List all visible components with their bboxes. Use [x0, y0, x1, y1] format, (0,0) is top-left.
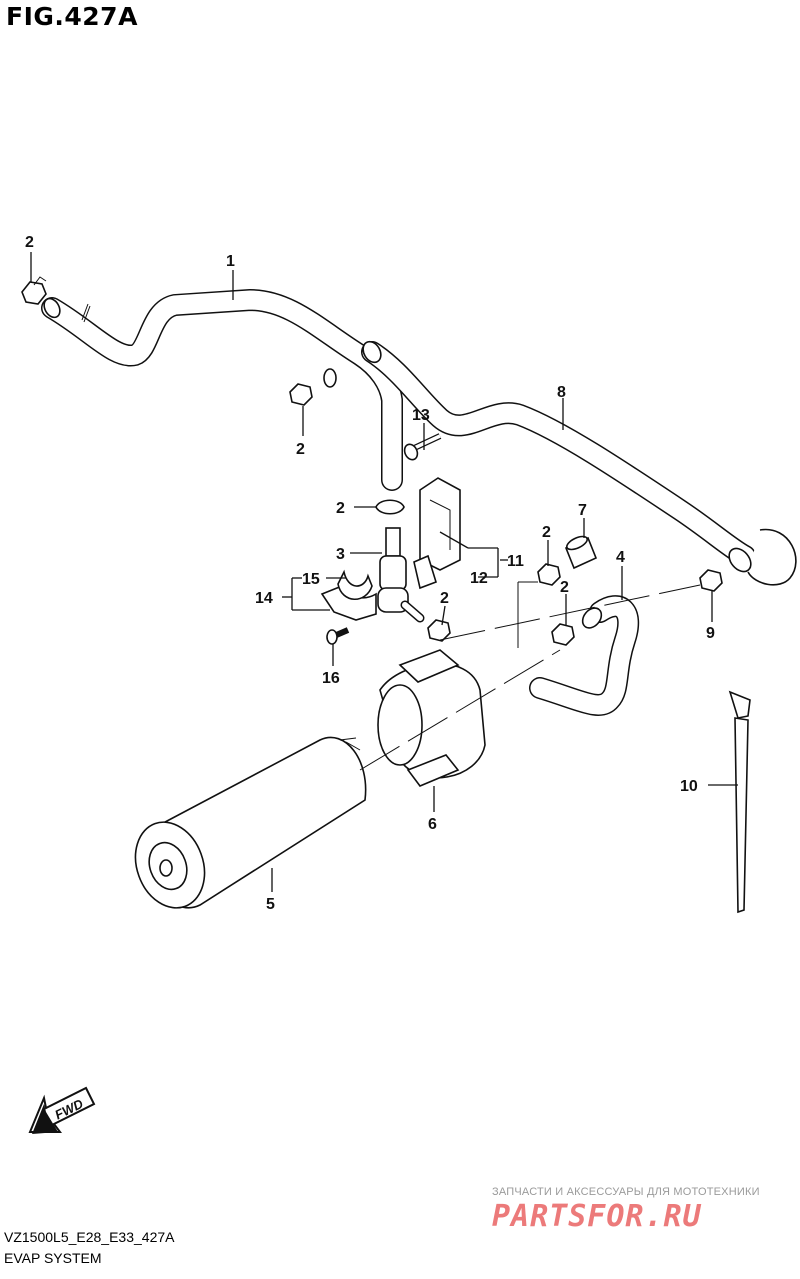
clamp-2[interactable] [289, 368, 337, 406]
fwd-arrow: FWD [28, 1086, 96, 1134]
callout-2: 2 [440, 590, 449, 607]
leader-lines [30, 252, 738, 892]
callout-8: 8 [557, 384, 566, 401]
callout-2: 2 [296, 441, 305, 458]
cable-tie-10[interactable] [728, 690, 751, 914]
canister-5[interactable] [124, 736, 367, 917]
callout-11: 11 [507, 553, 524, 570]
bolt-13[interactable] [402, 433, 442, 462]
callout-14: 14 [255, 590, 273, 607]
hose-8[interactable] [360, 338, 797, 586]
hose-4[interactable] [529, 595, 640, 716]
callout-15: 15 [302, 571, 320, 588]
holder-6[interactable] [377, 649, 486, 787]
valve-3[interactable] [377, 527, 425, 623]
figure-title: FIG.427A [6, 2, 138, 31]
callout-9: 9 [706, 625, 715, 642]
clamp-2[interactable] [551, 623, 575, 646]
callout-2: 2 [560, 579, 569, 596]
callout-3: 3 [336, 546, 345, 563]
callout-12: 12 [470, 570, 488, 587]
hose-1[interactable] [41, 288, 403, 491]
screw-16[interactable] [326, 627, 350, 645]
callout-5: 5 [266, 896, 275, 913]
clamp-2[interactable] [537, 563, 561, 586]
callout-16: 16 [322, 670, 340, 687]
model-code: VZ1500L5_E28_E33_427A [4, 1229, 175, 1245]
section-name: EVAP SYSTEM [4, 1250, 102, 1266]
callout-6: 6 [428, 816, 437, 833]
clamp-2[interactable] [21, 276, 47, 305]
callout-4: 4 [616, 549, 625, 566]
callout-2: 2 [25, 234, 34, 251]
cushion-12[interactable] [413, 554, 437, 590]
callout-10: 10 [680, 778, 698, 795]
hose-7[interactable] [564, 534, 598, 570]
clamp-2[interactable] [427, 619, 451, 642]
clamp-9[interactable] [699, 569, 723, 592]
watermark-logo: PARTSFOR.RU [492, 1199, 702, 1234]
watermark-caption: ЗАПЧАСТИ И АКСЕССУАРЫ ДЛЯ МОТОТЕХНИКИ [492, 1186, 760, 1198]
callout-13: 13 [412, 407, 430, 424]
callout-7: 7 [578, 502, 587, 519]
cushion-15[interactable] [337, 569, 373, 601]
callout-labels: 2 1 2 13 2 3 8 7 2 4 11 12 2 2 9 15 14 1… [25, 234, 715, 913]
callout-2: 2 [336, 500, 345, 517]
clamp-2[interactable] [375, 499, 405, 515]
callout-1: 1 [226, 253, 235, 270]
callout-2: 2 [542, 524, 551, 541]
